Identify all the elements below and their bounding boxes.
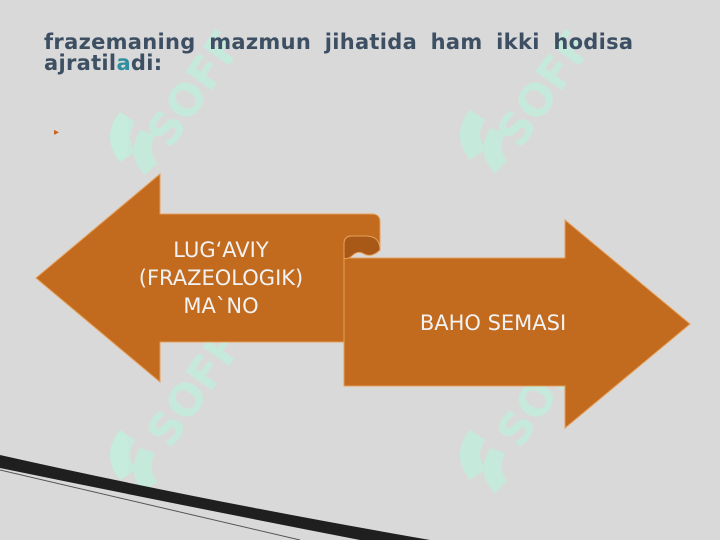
right-arrow-label: BAHO SEMASI — [420, 311, 566, 335]
title-text-3: a — [116, 51, 131, 75]
title-text-4: di: — [130, 51, 163, 75]
slide-title: frazemaning mazmun jihatida ham ikki hod… — [44, 32, 669, 74]
bullet-marker: ▸ — [54, 127, 60, 138]
title-text-2: ajratil — [44, 51, 117, 75]
title-text-1: frazemaning mazmun jihatida ham ikki hod… — [44, 30, 634, 54]
left-arrow-label-line-1: LUG‘AVIY — [173, 238, 269, 262]
left-arrow-label-line-2: (FRAZEOLOGIK) — [139, 266, 303, 290]
right-arrow-shape — [343, 218, 691, 430]
scroll-curl-shape — [343, 235, 381, 260]
left-arrow-label-line-3: MA`NO — [183, 294, 258, 318]
